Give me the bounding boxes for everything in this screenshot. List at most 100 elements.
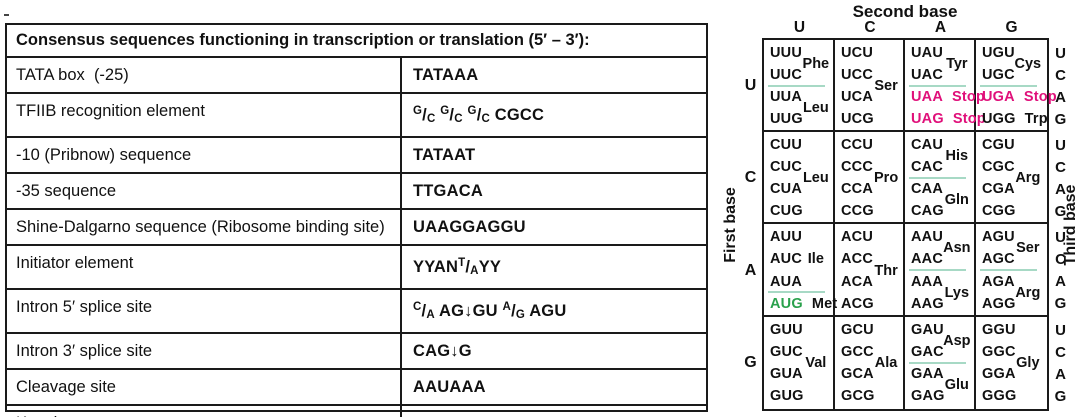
codon: GCG [841, 388, 875, 404]
row-sequence-value: C/A AG↓GU A/G AGU [402, 290, 706, 332]
codon-line: AAC [911, 248, 974, 270]
codon-line: AUU [770, 226, 833, 248]
codon-line: GGA [982, 363, 1047, 385]
codon: GAG [911, 388, 945, 404]
codon: CGA [982, 181, 1015, 197]
sequence-text: TATAAT [413, 146, 476, 164]
sequence-text: AAUAAA [413, 378, 486, 396]
codon-line: AUC [770, 248, 833, 270]
sequence-superscript: G [413, 105, 423, 117]
codon-line: ACG [841, 293, 903, 315]
codon: CAC [911, 159, 944, 175]
codon-line: UUG [770, 108, 833, 130]
third-base-letter: U [1055, 136, 1066, 154]
codon: UCG [841, 111, 874, 127]
amino-acid-label: Pro [874, 170, 899, 186]
codon: UGA [982, 89, 1015, 105]
codon: CAA [911, 181, 944, 197]
amino-acid-label: Val [805, 355, 827, 371]
codon: UCU [841, 45, 874, 61]
amino-acid-label: Stop [952, 89, 986, 105]
group-divider-line [768, 291, 825, 294]
codon-line: GCG [841, 385, 903, 407]
amino-acid-label: Glu [944, 377, 969, 393]
codon-line: ACU [841, 226, 903, 248]
codon: ACG [841, 295, 874, 312]
group-divider-line [909, 361, 966, 364]
codon: UAG [911, 111, 944, 127]
codon: CCA [841, 181, 874, 197]
row-label: Intron 3′ splice site [7, 334, 402, 368]
first-base-letter: C [744, 169, 757, 186]
codon-line: CCU [841, 134, 903, 156]
third-base-letter: G [1054, 110, 1067, 128]
sequence-subscript: C [454, 113, 463, 125]
row-label: Shine-Dalgarno sequence (Ribosome bindin… [7, 210, 402, 244]
codon-line: UCU [841, 42, 903, 64]
codon: AUG [770, 295, 803, 312]
amino-acid-label: Gly [1016, 355, 1040, 371]
codon: GAC [911, 344, 944, 360]
codon-line: CGA [982, 178, 1047, 200]
amino-acid-label: Cys [1014, 56, 1042, 72]
codon-line: CUU [770, 134, 833, 156]
codon: AUC [770, 251, 803, 268]
amino-acid-label: Ile [807, 251, 824, 268]
codon-line: CCG [841, 200, 903, 222]
third-base-letter: U [1055, 321, 1066, 339]
sequence-subscript: C [481, 113, 490, 125]
codon: GUU [770, 322, 803, 338]
sequence-text: CAG↓G [413, 342, 472, 360]
amino-acid-label: Arg [1015, 170, 1041, 186]
third-base-letter: C [1055, 250, 1066, 268]
consensus-table: Consensus sequences functioning in trans… [5, 23, 708, 417]
codon: GUC [770, 344, 803, 360]
codon: UCC [841, 67, 874, 83]
codon: AUA [770, 273, 803, 290]
codon: UGG [982, 111, 1016, 127]
codon-line: CUC [770, 156, 833, 178]
row-sequence-value: G/C G/C G/C CGCC [402, 94, 706, 136]
codon-line: GCA [841, 363, 903, 385]
codon-line: GAA [911, 363, 974, 385]
codon: UUG [770, 111, 803, 127]
codon: ACA [841, 273, 874, 290]
third-base-letter: A [1055, 365, 1066, 383]
third-base-letter: G [1054, 295, 1067, 313]
row-sequence-value: A/G CCAUGG [402, 406, 706, 417]
consensus-table-title: Consensus sequences functioning in trans… [7, 25, 706, 58]
codon: GUA [770, 366, 803, 382]
sequence-text: AGU [525, 302, 567, 320]
amino-acid-label: Asn [943, 240, 971, 257]
third-base-letter: U [1055, 44, 1066, 62]
amino-acid-label: Leu [802, 170, 829, 186]
codon: UUC [770, 67, 803, 83]
sequence-subscript: C [426, 113, 436, 125]
row-sequence-value: TTGACA [402, 174, 706, 208]
codon-line: CUG [770, 200, 833, 222]
amino-acid-label: Stop [952, 111, 986, 127]
codon: CAG [911, 203, 944, 219]
amino-acid-label: Ser [874, 78, 898, 94]
codon-line: CGG [982, 200, 1047, 222]
row-sequence-value: TATAAA [402, 58, 706, 92]
codon-line: ACC [841, 248, 903, 270]
codon-line: CGU [982, 134, 1047, 156]
amino-acid-label: Ser [1016, 240, 1040, 257]
codon-line: CAU [911, 134, 974, 156]
codon-line: UCC [841, 64, 903, 86]
codon: UUU [770, 45, 803, 61]
codon: UAU [911, 45, 944, 61]
sequence-text: / [449, 106, 455, 124]
codon-line: UUA [770, 86, 833, 108]
